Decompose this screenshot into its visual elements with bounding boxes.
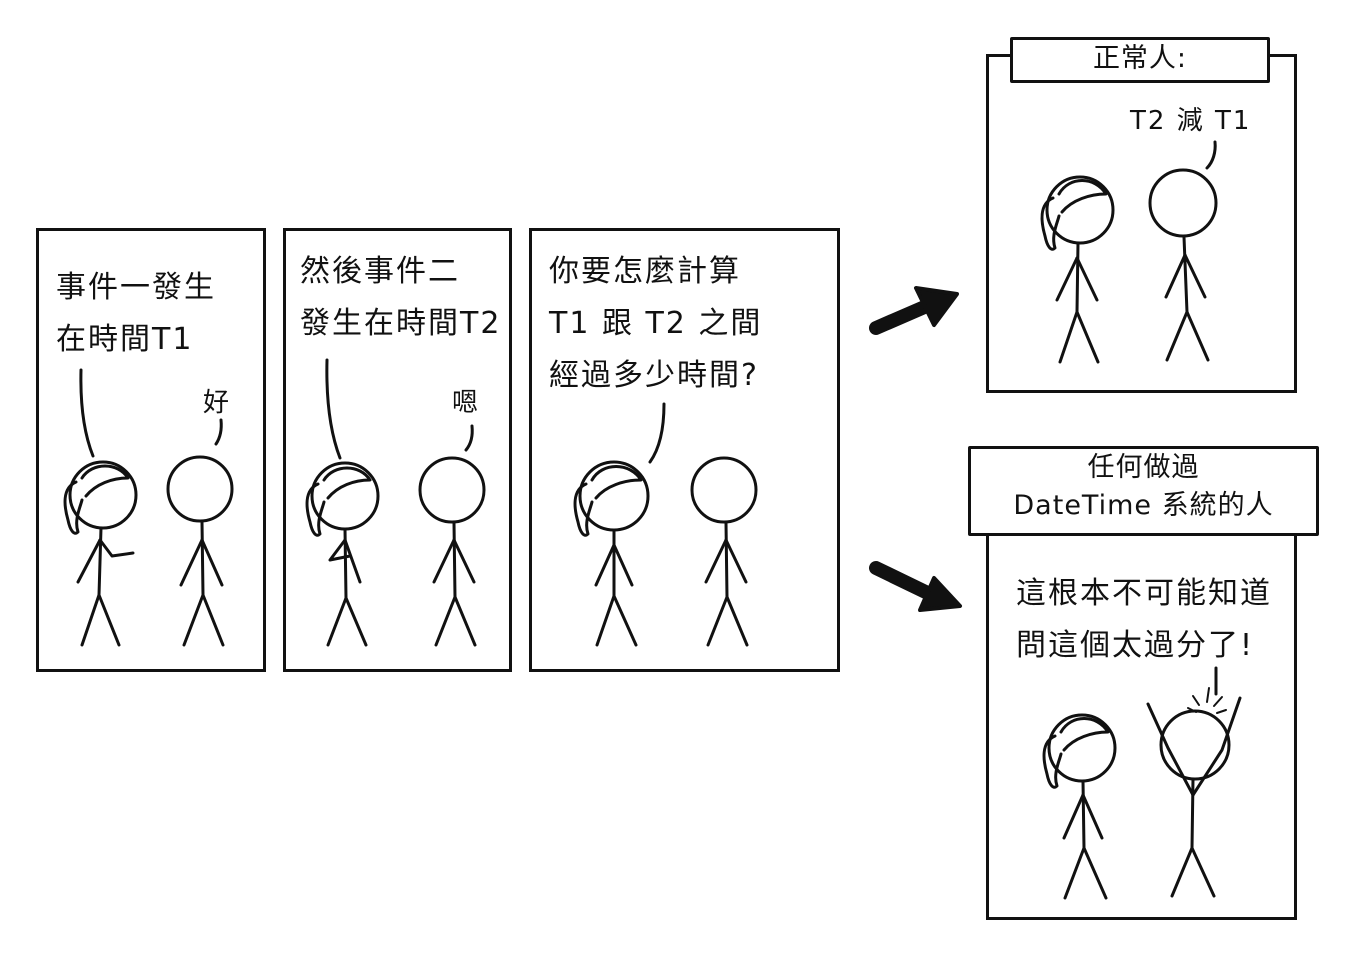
panel-2-line-1: 然後事件二 bbox=[300, 254, 460, 289]
panel-1-line-2: 在時間T1 bbox=[56, 322, 194, 357]
panel-5-line-1: 這根本不可能知道 bbox=[1016, 576, 1272, 611]
panel-3 bbox=[529, 228, 840, 672]
panel-2-reply: 嗯 bbox=[452, 388, 481, 418]
panel-5 bbox=[986, 532, 1297, 920]
panel-3-dialogue: 你要怎麼計算 T1 跟 T2 之間 經過多少時間? bbox=[549, 246, 762, 402]
arrow-top bbox=[869, 286, 959, 335]
panel-2-line-2: 發生在時間T2 bbox=[300, 306, 502, 341]
panel-4-speech: T2 減 T1 bbox=[1130, 106, 1252, 136]
panel-5-label: 任何做過 DateTime 系統的人 bbox=[968, 446, 1319, 536]
panel-1-reply: 好 bbox=[203, 388, 232, 418]
panel-1-line-1: 事件一發生 bbox=[56, 270, 216, 305]
panel-5-line-2: 問這個太過分了! bbox=[1016, 628, 1255, 663]
panel-3-line-2: T1 跟 T2 之間 bbox=[549, 306, 763, 341]
panel-4 bbox=[986, 54, 1297, 393]
panel-3-line-1: 你要怎麼計算 bbox=[549, 254, 741, 289]
panel-2-dialogue: 然後事件二 發生在時間T2 bbox=[300, 246, 501, 350]
panel-1 bbox=[36, 228, 266, 672]
panel-5-label-line-2: DateTime 系統的人 bbox=[1013, 490, 1274, 521]
arrow-bottom bbox=[869, 561, 962, 612]
panel-4-label: 正常人: bbox=[1010, 37, 1270, 83]
panel-3-line-3: 經過多少時間? bbox=[549, 358, 759, 393]
panel-5-label-line-1: 任何做過 bbox=[1087, 452, 1200, 483]
panel-1-dialogue: 事件一發生 在時間T1 bbox=[56, 262, 216, 366]
panel-5-dialogue: 這根本不可能知道 問這個太過分了! bbox=[1016, 568, 1272, 672]
